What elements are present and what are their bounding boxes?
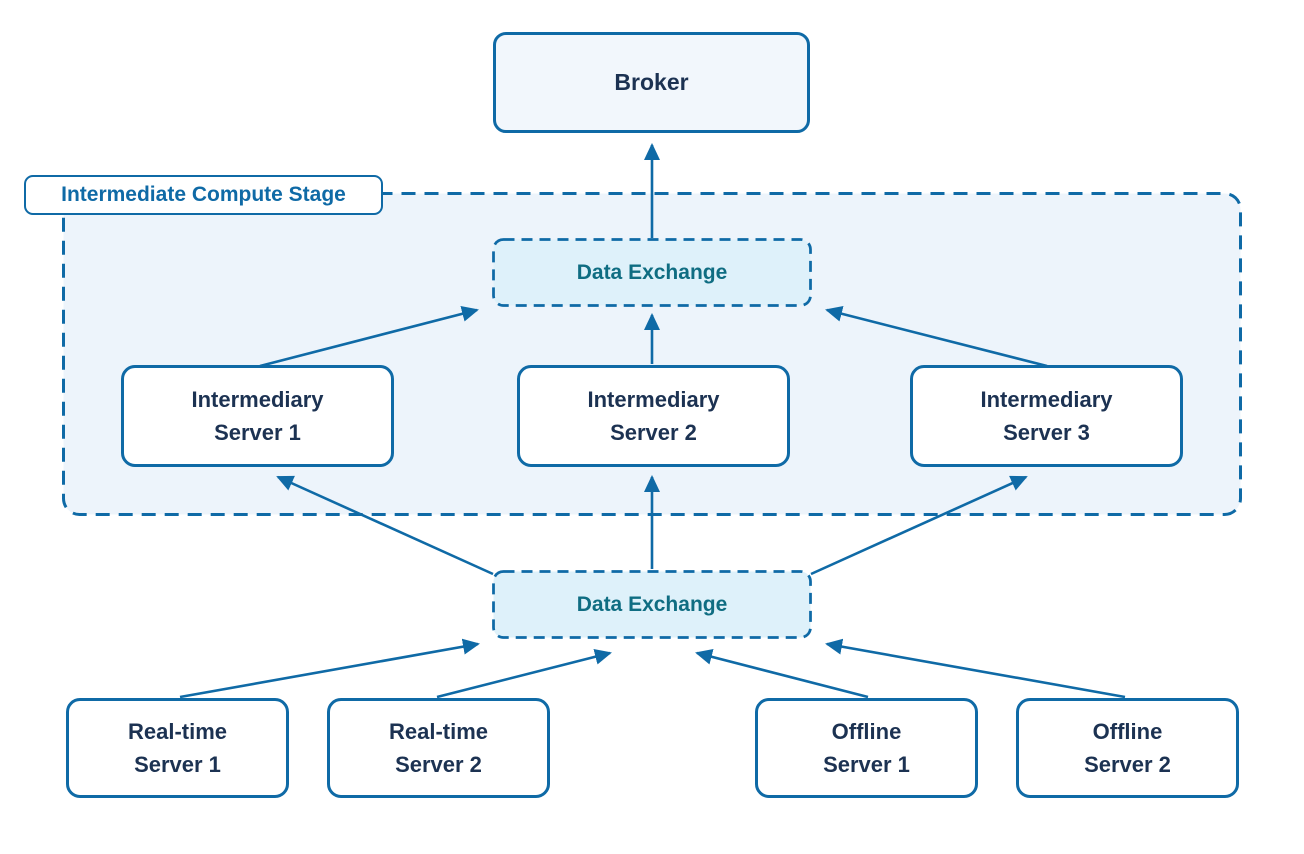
arrow-intermediary1-to-data-exchange-top [259,306,479,368]
arrow-offline1-to-data-exchange-bottom [695,648,869,699]
data-exchange-bottom-label: Data Exchange [576,592,728,616]
arrow-intermediary3-to-data-exchange-top [825,305,1048,368]
arrow-offline2-to-data-exchange-bottom [825,638,1126,699]
data-exchange-bottom-box [492,570,812,639]
node-intermediary-server-2: Intermediary Server 2 [517,365,790,467]
stage-label-box: Intermediate Compute Stage [24,175,383,215]
node-intermediary-server-3: Intermediary Server 3 [910,365,1183,467]
node-realtime-server-2: Real-time Server 2 [327,698,550,798]
data-exchange-top-box [492,238,812,307]
node-intermediary-server-1: Intermediary Server 1 [121,365,394,467]
node-realtime-server-1: Real-time Server 1 [66,698,289,798]
arrow-data-exchange-bottom-to-intermediary3 [810,475,1028,576]
node-offline-server-1: Offline Server 1 [755,698,978,798]
arrow-realtime2-to-data-exchange-bottom [436,648,612,699]
stage-label-text: Intermediate Compute Stage [61,183,346,206]
node-broker: Broker [493,32,810,133]
node-offline-server-2: Offline Server 2 [1016,698,1239,798]
data-exchange-top-label: Data Exchange [576,260,728,284]
arrow-realtime1-to-data-exchange-bottom [179,638,480,699]
arrow-data-exchange-bottom-to-intermediary1 [276,475,494,576]
arrows [179,143,1126,699]
